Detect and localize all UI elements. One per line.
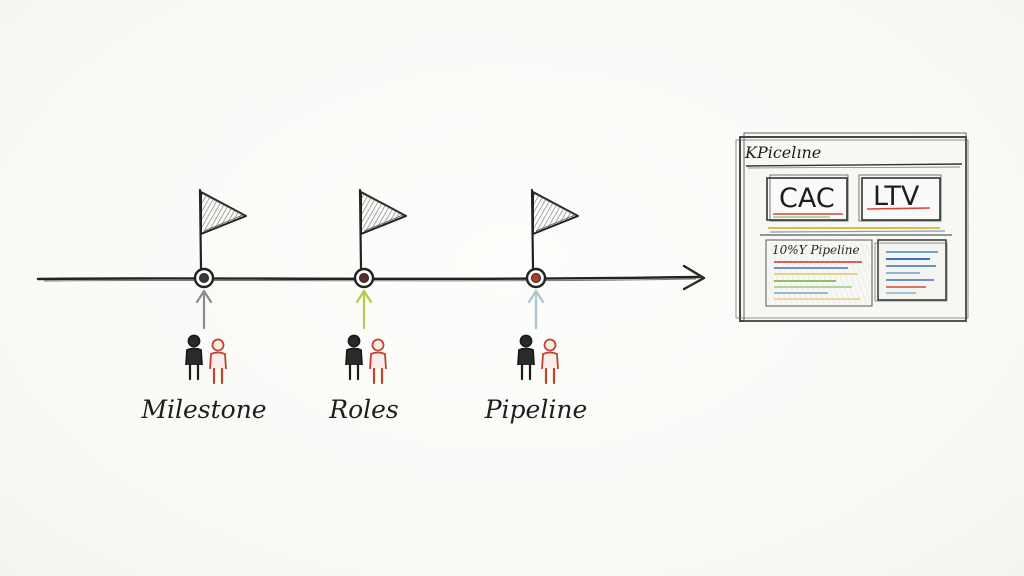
people-icon xyxy=(345,334,387,385)
dashboard-divider-lines xyxy=(760,227,952,236)
flag-icon xyxy=(532,191,579,235)
milestone-label: Roles xyxy=(328,395,399,424)
metrics-list-sketch xyxy=(874,239,948,302)
timeline-axis xyxy=(36,275,702,282)
person-dark-icon xyxy=(185,334,203,381)
people-icon xyxy=(185,334,227,385)
kpi-card-ltv: LTV xyxy=(858,174,942,222)
milestone-label: Milestone xyxy=(140,395,266,424)
up-arrow-icon xyxy=(527,289,545,330)
up-arrow-icon xyxy=(355,289,373,330)
milestone-3: Pipeline xyxy=(484,188,588,424)
milestone-1: Milestone xyxy=(140,188,267,424)
kpi-label-cac: CAC xyxy=(779,183,835,214)
pipeline-chart-sketch xyxy=(765,239,873,307)
milestone-label: Pipeline xyxy=(484,395,588,424)
milestone-node-center xyxy=(531,273,541,283)
person-red-icon xyxy=(369,338,387,385)
person-red-icon xyxy=(541,338,559,385)
milestone-node-center xyxy=(359,273,369,283)
kpi-card-cac: CAC xyxy=(766,174,849,222)
milestone-2: Roles xyxy=(328,188,407,424)
kpi-label-ltv: LTV xyxy=(873,181,920,212)
person-dark-icon xyxy=(345,334,363,381)
timeline-arrowhead xyxy=(682,264,706,291)
milestone-node-center xyxy=(199,273,209,283)
people-icon xyxy=(517,334,559,385)
person-red-icon xyxy=(209,338,227,385)
dashboard-title: KPicelıne xyxy=(744,143,821,162)
milestones-group: Milestone Roles Pipeline xyxy=(140,188,588,424)
up-arrow-icon xyxy=(195,289,213,330)
flag-icon xyxy=(200,191,247,235)
kpi-dashboard-panel: KPicelıne CAC LTV 10% xyxy=(735,132,969,322)
flag-icon xyxy=(360,191,407,235)
person-dark-icon xyxy=(517,334,535,381)
